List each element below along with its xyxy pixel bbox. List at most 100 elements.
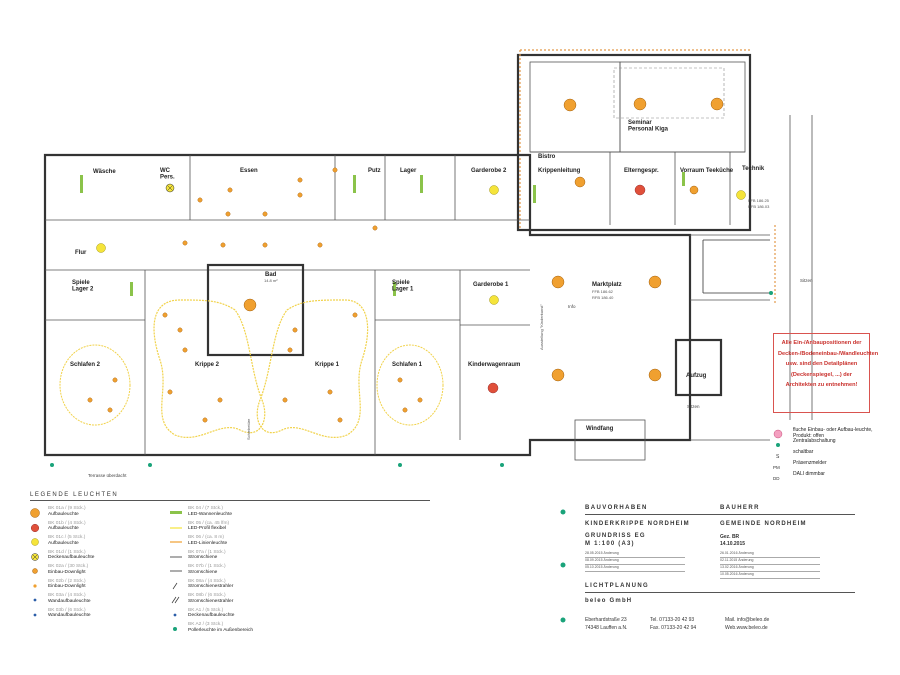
company-web[interactable]: Web.www.beleo.de (725, 625, 768, 631)
company-mail[interactable]: Mail. info@beleo.de (725, 617, 770, 623)
light-bk02a (332, 167, 338, 173)
light-bk02a (217, 397, 223, 403)
symbol-icon: S (773, 451, 783, 460)
room-essen: Essen (240, 168, 258, 174)
led-profile-curves (59, 299, 444, 438)
symbol-icon: DD (773, 473, 783, 481)
legend-code: BK 06 / (ca. 8 m) (188, 535, 224, 540)
legend-code: BK 01b / (4 Stck.) (48, 520, 86, 526)
light-bk02a (317, 242, 323, 248)
stromschienen (702, 239, 770, 294)
legend-symbol-icon (170, 581, 182, 589)
legend-item: BK 04 / (7 Stck.) LED-Wannenleuchte (170, 506, 340, 521)
company-name: beleo GmbH (585, 598, 633, 604)
revision-entry: 28.05.2015 Änderung (585, 551, 685, 558)
legend-item: BK 02b / (2 Stck.) Einbau-Downlight (30, 579, 200, 594)
light-bk02a (87, 397, 93, 403)
legend-title: LEGENDE LEUCHTEN (30, 492, 119, 498)
legend-item: BK 05 / (ca. 45 lfm) LED-Profil flexibel (170, 521, 340, 536)
legend-symbol-icon (170, 523, 182, 531)
revision-entry: 08.09.2015 Änderung (585, 558, 685, 565)
legend-item: BK A1 / (5 Stck.) Deckenaufbauleuchte (170, 608, 340, 623)
light-bk01b (487, 382, 499, 394)
architect-note: Alle Ein-/Anbaupositionen der Decken-/Bo… (773, 333, 878, 413)
legend-item: BK 03a / (4 Stck.) Wandaufbauleuchte (30, 593, 200, 608)
legend-desc: Pollerleuchte im Außenbereich (188, 627, 254, 633)
light-bk01a (574, 176, 586, 188)
light-bk02a (112, 377, 118, 383)
legend-code: BK 04 / (7 Stck.) (188, 506, 223, 511)
room-info: Info (568, 304, 576, 309)
legend-code: BK 02a / (30 Stck.) (48, 564, 89, 569)
revision-entry: 05.10.2015 Änderung (585, 565, 685, 572)
company-street: Eberhardstraße 23 (585, 617, 627, 623)
legend-symbol-icon (30, 610, 42, 618)
light-bk01a (551, 275, 565, 289)
legend-symbol-icon (170, 537, 182, 545)
room-waesche: Wäsche (93, 169, 116, 175)
revision-entry: 13.02.2016 Änderung (720, 565, 820, 572)
legend-desc: Aufbauleuchte (48, 526, 79, 531)
lichtplanung-heading: LICHTPLANUNG (585, 583, 650, 589)
title-block: BAUVORHABEN BAUHERR KINDERKRIPPE NORDHEI… (585, 505, 855, 655)
room-aufzug: Aufzug (686, 373, 707, 379)
symbol-text: schaltbar (793, 449, 814, 455)
room-bistro: Bistro (538, 154, 556, 160)
legend-desc: Einbau-Downlight (48, 584, 86, 589)
legend-desc: LED-Wannenleuchte (188, 511, 233, 517)
symbol-legend-item: S schaltbar (773, 449, 873, 461)
legend-desc: Stromschiene (188, 555, 218, 560)
legend-desc: Stromschienestrahler (188, 584, 234, 589)
symbol-icon (773, 429, 783, 439)
light-bk02a (225, 211, 231, 217)
light-bk01b (689, 185, 699, 195)
legend-symbol-icon (170, 508, 182, 516)
legend-symbol-icon (30, 566, 42, 574)
svg-text:DD: DD (773, 476, 780, 481)
room-putz: Putz (368, 168, 381, 174)
light-bk02a (337, 417, 343, 423)
plan-date: 14.10.2015 (720, 541, 746, 547)
light-bk02a (167, 389, 173, 395)
legend-desc: Deckenaufbauleuchte (48, 555, 95, 560)
room-kinderwagenraum: Kinderwagenraum (468, 362, 520, 368)
legend-desc: Wandaufbauleuchte (48, 613, 91, 618)
legend-code: BK 02b / (2 Stck.) (48, 578, 86, 584)
light-bk02a (227, 187, 233, 193)
room-schlafen2: Schlafen 2 (70, 362, 101, 368)
legend-item: BK 08a / (4 Stck.) Stromschienestrahler (170, 579, 340, 594)
revision-entry: 26.01.2016 Änderung (720, 551, 820, 558)
legend-code: BK 01d / (1 Stck.) (48, 549, 86, 555)
legend-item: BK 02a / (30 Stck.) Einbau-Downlight (30, 564, 200, 579)
light-bk02a (177, 327, 183, 333)
legend-symbol-icon (170, 566, 182, 574)
legend-desc: Deckenaufbauleuchte (188, 613, 235, 618)
legend-code: BK A1 / (5 Stck.) (188, 607, 224, 613)
room-marktplatz: Marktplatz (592, 282, 622, 288)
light-bk02a (197, 197, 203, 203)
legend-code: BK A2 / (3 Stck.) (188, 622, 224, 627)
legend-code: BK 01a / (9 Stck.) (48, 506, 86, 511)
legend-item: BK 01a / (9 Stck.) Aufbauleuchte (30, 506, 200, 521)
upper-annex (516, 49, 752, 232)
legend-item: BK 01c / (5 Stck.) Aufbauleuchte (30, 535, 200, 550)
revision-entry: 02.11.2015 Änderung (720, 558, 820, 565)
revision-entry: 10.05.2016 Änderung (720, 572, 820, 579)
symbol-text: DALI dimmbar (793, 471, 825, 477)
legend-code: BK 08b / (6 Stck.) (188, 593, 226, 598)
plan-scale: M 1:100 (A3) (585, 541, 635, 547)
legend-right-column: BK 04 / (7 Stck.) LED-Wannenleuchte BK 0… (170, 506, 340, 637)
plan-name: GRUNDRISS EG (585, 533, 646, 539)
bad-area: 14.8 m² (264, 278, 278, 283)
room-sitzen: Sitzen (687, 404, 700, 409)
light-bk02a (262, 242, 268, 248)
light-bk02a (417, 397, 423, 403)
legend-desc: Einbau-Downlight (48, 569, 86, 575)
light-bk02a (287, 347, 293, 353)
symbol-text: fluche Einbau- oder Aufbau-leuchte, Prod… (793, 427, 873, 439)
